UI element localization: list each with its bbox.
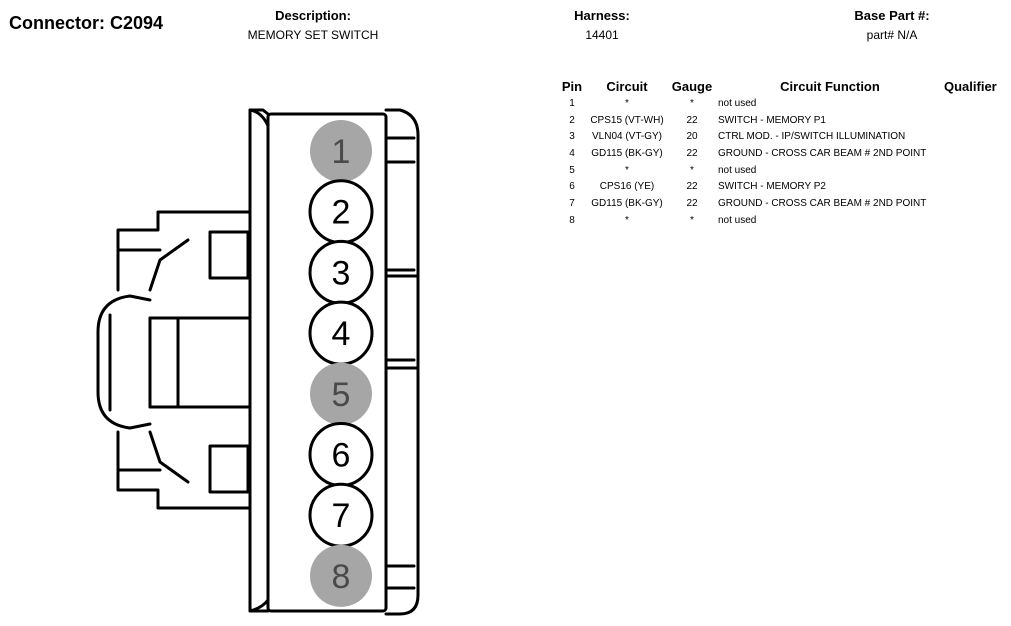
gauge-cell: * — [690, 98, 694, 109]
circuit-cell: GD115 (BK-GY) — [591, 148, 663, 160]
connector-title: Connector: C2094 — [9, 13, 164, 33]
pin-number-label: 2 — [332, 194, 351, 232]
circuit-column-header: Circuit — [606, 79, 648, 94]
pin-circle-1 — [310, 120, 372, 182]
gauge-column-header: Gauge — [671, 79, 713, 94]
table-row: 2 CPS15 (VT-WH) 22 SWITCH - MEMORY P1 — [556, 113, 996, 130]
harness-label: Harness: — [574, 8, 630, 23]
gauge-cell: 20 — [686, 131, 698, 143]
gauge-cell: 22 — [686, 198, 698, 210]
table-row: 5 * * not used — [556, 163, 996, 180]
function-cell: GROUND - CROSS CAR BEAM # 2ND POINT — [718, 198, 927, 210]
function-cell: CTRL MOD. - IP/SWITCH ILLUMINATION — [718, 131, 906, 143]
base-part-value: part# N/A — [866, 28, 918, 42]
function-cell: not used — [718, 164, 757, 176]
gauge-cell: * — [690, 214, 694, 226]
pin-cell: 4 — [569, 148, 575, 160]
function-cell: not used — [718, 214, 757, 226]
qualifier-column-header: Qualifier — [944, 79, 997, 94]
left-frame — [248, 108, 270, 613]
pin-number-label: 1 — [332, 133, 351, 171]
gauge-cell: 22 — [686, 181, 698, 193]
connector-housing — [96, 108, 420, 616]
table-row: 7 GD115 (BK-GY) 22 GROUND - CROSS CAR BEAM … — [556, 196, 996, 213]
description-label: Description: — [275, 8, 351, 23]
window-lower — [208, 444, 250, 494]
pin-number-label: 8 — [332, 558, 351, 596]
connector-diagram: 1 2 3 4 5 6 7 8 — [96, 108, 420, 616]
pin-number-label: 6 — [332, 437, 351, 475]
harness-value: 14401 — [585, 28, 619, 42]
circuit-cell: CPS15 (VT-WH) — [590, 114, 664, 126]
pin-number-label: 3 — [332, 254, 351, 292]
table-row: 3 VLN04 (VT-GY) 20 CTRL MOD. - IP/SWITCH IL… — [556, 129, 996, 146]
pin-circles: 1 2 3 4 5 6 7 8 — [308, 120, 374, 607]
table-row: 4 GD115 (BK-GY) 22 GROUND - CROSS CAR BEAM … — [556, 146, 996, 163]
function-cell: SWITCH - MEMORY P2 — [718, 181, 826, 193]
circuit-cell: CPS16 (YE) — [599, 181, 655, 193]
pin-circle-8 — [310, 544, 372, 607]
pin-cell: 3 — [569, 131, 575, 143]
pin-cell: 6 — [569, 181, 575, 193]
pin-column-header: Pin — [561, 79, 583, 94]
gauge-cell: 22 — [686, 114, 698, 126]
pin-circle-5 — [310, 362, 372, 425]
table-row: 8 * * not used — [556, 213, 996, 230]
circuit-cell: * — [625, 164, 629, 176]
base-part-label: Base Part #: — [854, 8, 930, 23]
table-row: 6 CPS16 (YE) 22 SWITCH - MEMORY P2 — [556, 179, 996, 196]
window-upper — [208, 230, 250, 280]
circuit-cell: GD115 (BK-GY) — [591, 198, 663, 210]
function-cell: GROUND - CROSS CAR BEAM # 2ND POINT — [718, 148, 927, 160]
gauge-cell: 22 — [686, 148, 698, 160]
pin-block — [266, 112, 388, 613]
circuit-cell: * — [625, 98, 629, 109]
pin-number-label: 7 — [332, 497, 351, 535]
pin-number-label: 4 — [332, 315, 351, 353]
function-cell: SWITCH - MEMORY P1 — [718, 114, 826, 126]
circuit-cell: VLN04 (VT-GY) — [591, 131, 663, 143]
pin-cell: 8 — [569, 214, 575, 226]
gauge-cell: * — [690, 164, 694, 176]
description-value: MEMORY SET SWITCH — [247, 28, 379, 42]
pin-cell: 7 — [569, 198, 575, 210]
lock-tab — [96, 294, 132, 430]
pin-cell: 2 — [569, 114, 575, 126]
pin-cell: 1 — [569, 98, 575, 109]
pin-number-label: 5 — [332, 376, 351, 414]
circuit-cell: * — [625, 214, 629, 226]
circuit-function-column-header: Circuit Function — [780, 79, 880, 94]
right-cap — [384, 108, 420, 616]
pin-cell: 5 — [569, 164, 575, 176]
table-row: 1 * * not used — [556, 96, 996, 113]
function-cell: not used — [718, 98, 757, 109]
